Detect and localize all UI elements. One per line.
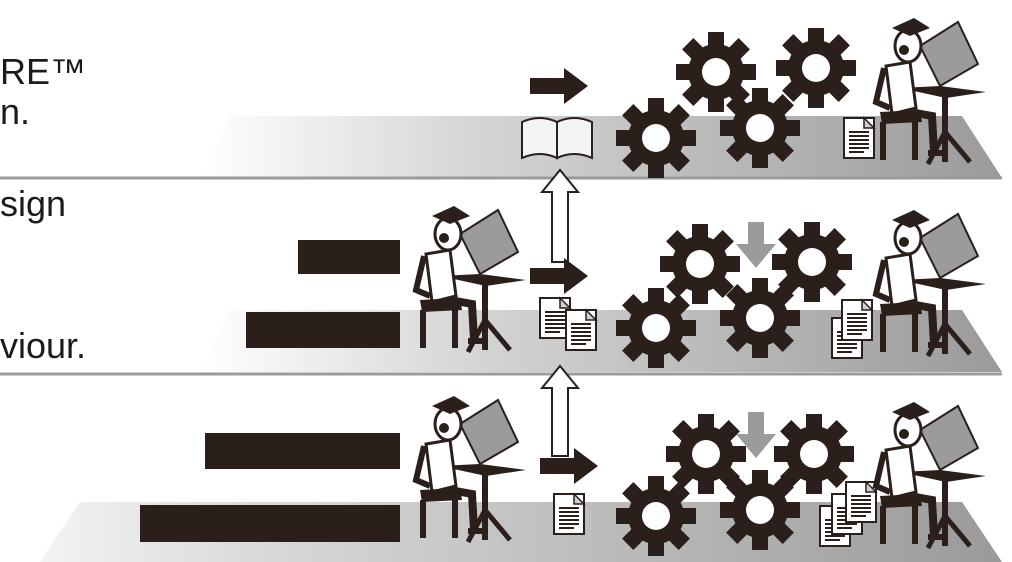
document-icon [554, 494, 584, 534]
row1-text-line1: RE™ [0, 54, 86, 90]
document-icon [566, 310, 596, 350]
redacted-label-bar [298, 240, 400, 274]
gear-icon [676, 32, 756, 112]
row2-text-line2: viour. [0, 328, 86, 364]
gear-icon [616, 288, 696, 368]
gear-icon [720, 470, 800, 550]
redacted-label-bar [140, 505, 400, 542]
gear-icon [660, 224, 740, 304]
row2-text-line1: sign [0, 186, 66, 222]
gear-icon [616, 476, 696, 556]
up-arrow-icon [542, 170, 578, 262]
document-icon [846, 482, 876, 522]
redacted-label-bar [205, 433, 400, 469]
row1-text-line2: n. [0, 94, 30, 130]
document-icon [844, 118, 874, 158]
right-arrow-icon [530, 68, 588, 104]
right-arrow-icon [530, 258, 588, 294]
redacted-label-bar [246, 312, 400, 348]
up-arrow-icon [542, 366, 578, 456]
gear-icon [720, 88, 800, 168]
gear-icon [776, 28, 856, 108]
document-icon [842, 300, 872, 340]
gear-icon [616, 98, 696, 178]
gear-icon [720, 278, 800, 358]
down-arrow-icon [736, 222, 776, 268]
open-book-icon [522, 118, 592, 158]
